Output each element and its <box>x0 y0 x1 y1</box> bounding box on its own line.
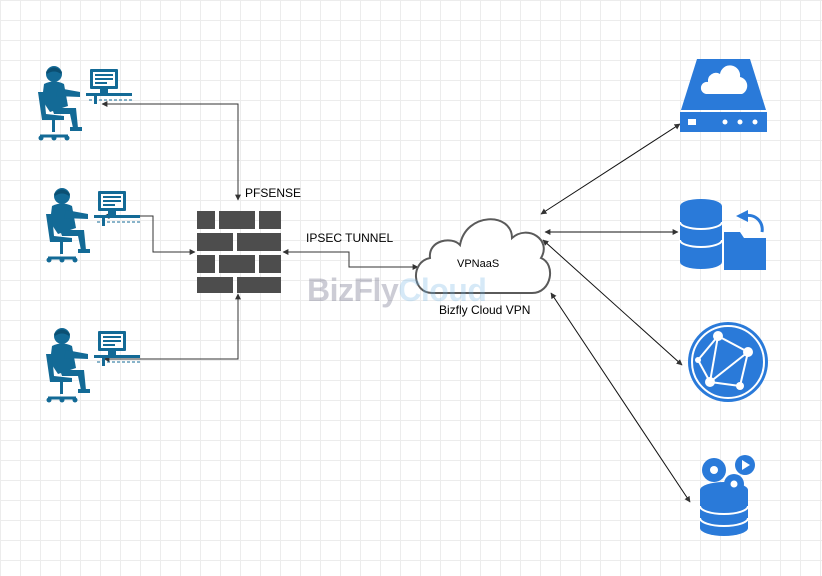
link-user-2-firewall <box>103 213 196 255</box>
user-workstation-icon <box>36 64 134 142</box>
bizfly-cloud-watermark: BizFlyCloud <box>307 272 487 309</box>
cloud-icon <box>415 218 552 294</box>
link-cloud-network <box>542 239 683 366</box>
ipsec-tunnel-link <box>282 249 419 270</box>
watermark-suffix: Cloud <box>398 272 487 308</box>
settings-database-icon <box>699 455 755 536</box>
user-workstation-icon <box>44 326 142 404</box>
bizfly-cloud-vpn-label: Bizfly Cloud VPN <box>439 303 531 317</box>
vpnaas-label: VPNaaS <box>457 258 500 270</box>
ipsec-tunnel-label: IPSEC TUNNEL <box>306 231 394 245</box>
pfsense-label: PFSENSE <box>245 186 302 200</box>
watermark-brand: BizFly <box>307 272 399 308</box>
user-workstation-icon <box>44 186 142 264</box>
firewall-brick-icon <box>197 211 281 293</box>
link-user-3-firewall <box>103 293 241 362</box>
link-cloud-storage <box>540 123 681 215</box>
link-user-1-firewall <box>101 101 241 201</box>
link-cloud-settings-db <box>550 292 691 503</box>
database-backup-icon <box>679 199 766 270</box>
cloud-storage-server-icon <box>680 59 767 132</box>
network-globe-icon <box>688 322 768 402</box>
